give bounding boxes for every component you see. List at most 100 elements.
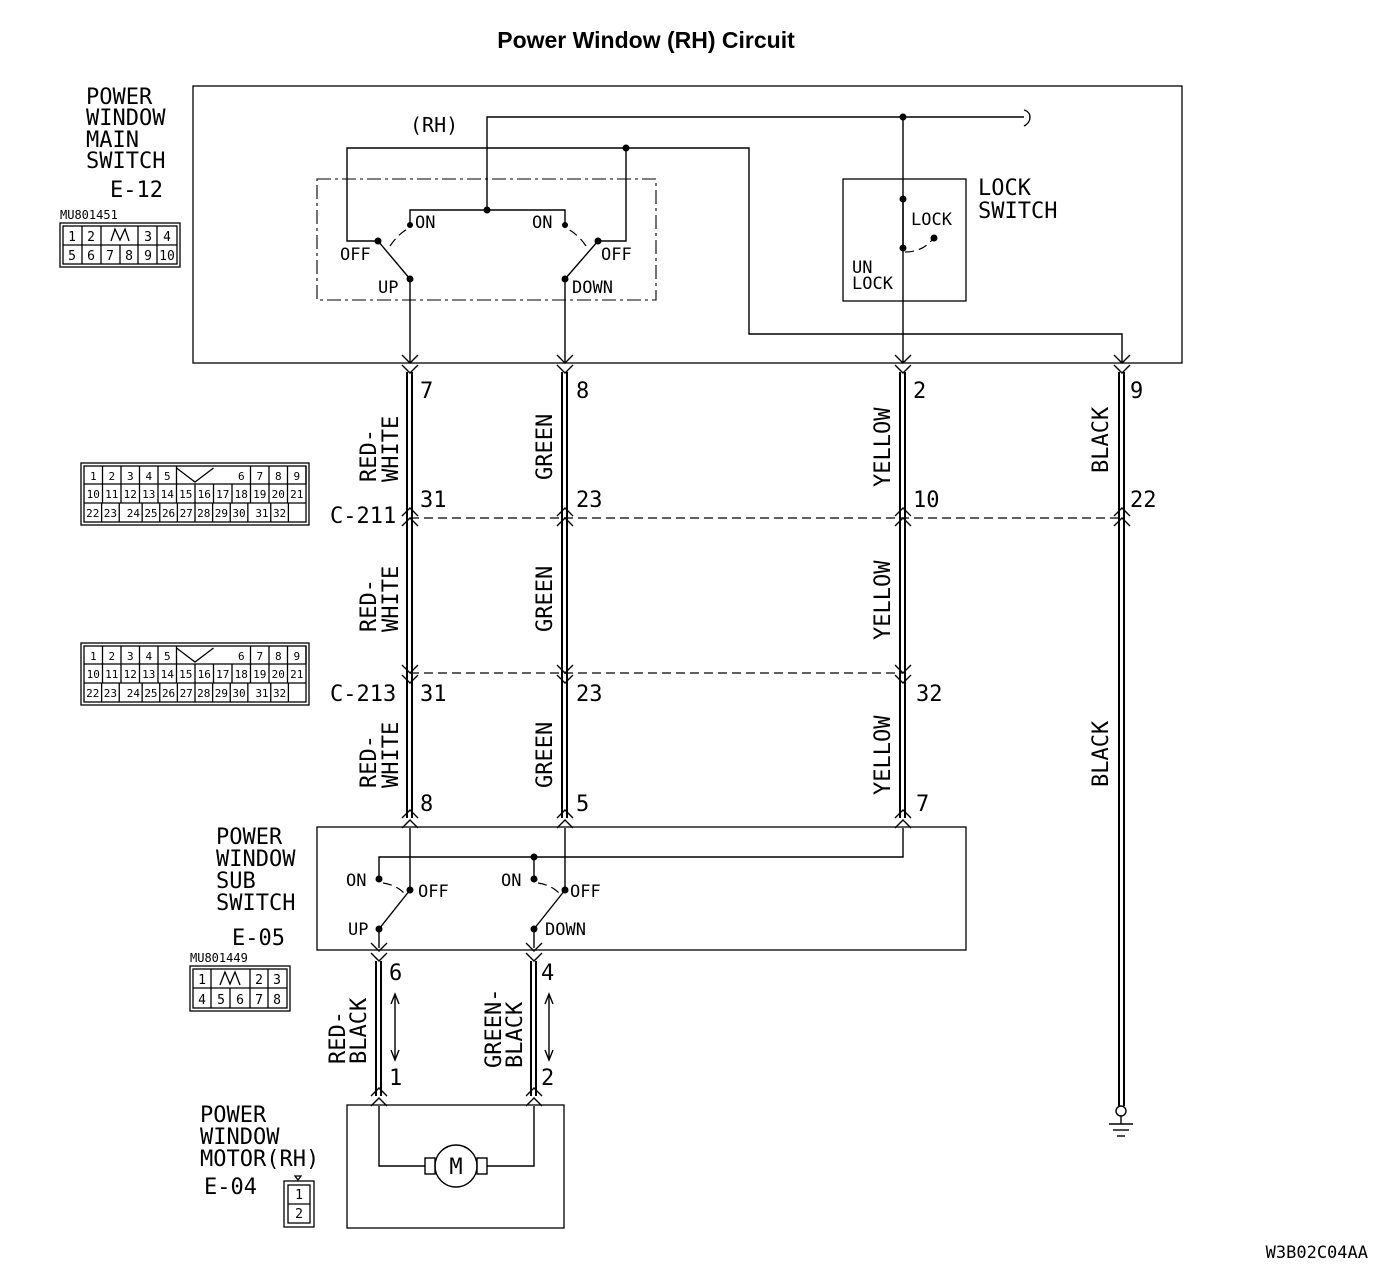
wire-color-label: BLACK (503, 1001, 528, 1068)
motor-symbol-letter: M (449, 1155, 462, 1180)
pin-label: 25 (144, 507, 157, 520)
c211-arrows (401, 507, 1131, 527)
pin-label: 10 (159, 249, 175, 264)
wire-color-label: GREEN (533, 414, 558, 480)
main-switch-part-number: MU801451 (60, 208, 118, 222)
wire-color-label: RED- (357, 735, 382, 788)
pin-label: 2 (108, 650, 115, 663)
harness-wires (406, 372, 1125, 1106)
lock-switch-name-line: SWITCH (978, 199, 1057, 224)
pin-number: 8 (420, 792, 433, 817)
pin-number: 31 (420, 682, 447, 707)
main-off-right-label: OFF (601, 245, 632, 265)
pin-number: 22 (1130, 488, 1157, 513)
motor-connector-arrows (370, 1087, 543, 1107)
pin-label: 9 (144, 249, 152, 264)
pin-label: 5 (164, 650, 171, 663)
pin-label: 4 (198, 993, 206, 1008)
pin-label: 2 (108, 470, 115, 483)
connector-c213-label: C-213 (330, 682, 396, 707)
sub-switch-id: E-05 (232, 926, 285, 951)
wire-color-label: GREEN- (482, 989, 507, 1068)
main-switch-name-line: SWITCH (86, 149, 165, 174)
pin-label: 3 (127, 650, 134, 663)
pin-label: 6 (238, 650, 245, 663)
pin-label: 7 (255, 993, 263, 1008)
pin-number: 32 (916, 682, 943, 707)
sub-on-right-label: ON (501, 871, 521, 891)
wire-color-label: RED- (357, 429, 382, 482)
sub-down-label: DOWN (545, 920, 586, 940)
pin-label: 8 (273, 993, 281, 1008)
c213-arrows (401, 664, 912, 684)
pin-label: 13 (142, 488, 155, 501)
sub-up-label: UP (348, 920, 368, 940)
pin-label: 2 (255, 973, 263, 988)
sub-switch-connector-icon: 1 2 3 4 5 6 7 8 (189, 965, 291, 1012)
pin-label: 27 (180, 687, 193, 700)
main-down-label: DOWN (572, 278, 613, 298)
sub-switch-name-line: SWITCH (216, 891, 295, 916)
pin-label: 30 (232, 687, 245, 700)
main-switch-internal-wiring (346, 109, 1123, 362)
pin-number: 8 (576, 379, 589, 404)
current-direction-arrows (390, 992, 554, 1062)
motor-name-line: POWER (200, 1103, 267, 1128)
pin-label: 29 (215, 687, 228, 700)
pin-label: 4 (145, 650, 152, 663)
pin-label: 3 (273, 973, 281, 988)
pin-label: 29 (215, 507, 228, 520)
pin-label: 1 (198, 973, 206, 988)
pin-label: 15 (179, 488, 192, 501)
pin-label: 7 (256, 470, 263, 483)
pin-label: 5 (164, 470, 171, 483)
main-switch-name-line: POWER (86, 85, 153, 110)
sub-switch-box (316, 826, 967, 951)
pin-label: 26 (162, 507, 175, 520)
sub-off-left-label: OFF (418, 882, 449, 902)
pin-label: 4 (163, 230, 171, 245)
pin-label: 3 (127, 470, 134, 483)
wire-color-label: YELLOW (871, 407, 896, 487)
pin-number: 31 (420, 488, 447, 513)
sub-switch-name-line: WINDOW (216, 847, 296, 872)
pin-label: 22 (86, 507, 99, 520)
pin-label: 17 (216, 668, 229, 681)
pin-label: 6 (238, 470, 245, 483)
wire-color-label: WHITE (379, 722, 404, 788)
sub-switch-part-number: MU801449 (190, 951, 248, 965)
pin-label: 1 (90, 470, 97, 483)
wire-color-label: BLACK (347, 997, 372, 1064)
lock-switch-name-line: LOCK (978, 176, 1032, 201)
wire-color-label: WHITE (379, 566, 404, 632)
pin-number: 23 (576, 488, 603, 513)
wire-color-label: WHITE (379, 416, 404, 482)
pin-label: 19 (253, 488, 266, 501)
pin-label: 31 (255, 687, 268, 700)
pin-number: 10 (913, 488, 940, 513)
pin-label: 15 (179, 668, 192, 681)
pin-label: 16 (198, 668, 211, 681)
motor-connector-icon: 1 2 (283, 1175, 315, 1228)
pin-label: 18 (235, 488, 248, 501)
pin-label: 19 (253, 668, 266, 681)
main-connector-arrows (401, 354, 1131, 374)
pin-number: 23 (576, 682, 603, 707)
motor-name-line: WINDOW (200, 1125, 280, 1150)
pin-label: 9 (293, 650, 300, 663)
pin-label: 7 (106, 249, 114, 264)
pin-label: 3 (144, 230, 152, 245)
pin-label: 24 (127, 507, 141, 520)
pin-number: 7 (420, 379, 433, 404)
pin-label: 28 (197, 687, 210, 700)
main-switch-name-line: WINDOW (86, 106, 166, 131)
pin-number: 5 (576, 792, 589, 817)
main-up-label: UP (378, 278, 398, 298)
main-off-left-label: OFF (340, 245, 371, 265)
pin-number: 2 (541, 1066, 554, 1091)
pin-number: 2 (913, 379, 926, 404)
pin-label: 21 (290, 668, 303, 681)
pin-label: 2 (295, 1207, 303, 1222)
